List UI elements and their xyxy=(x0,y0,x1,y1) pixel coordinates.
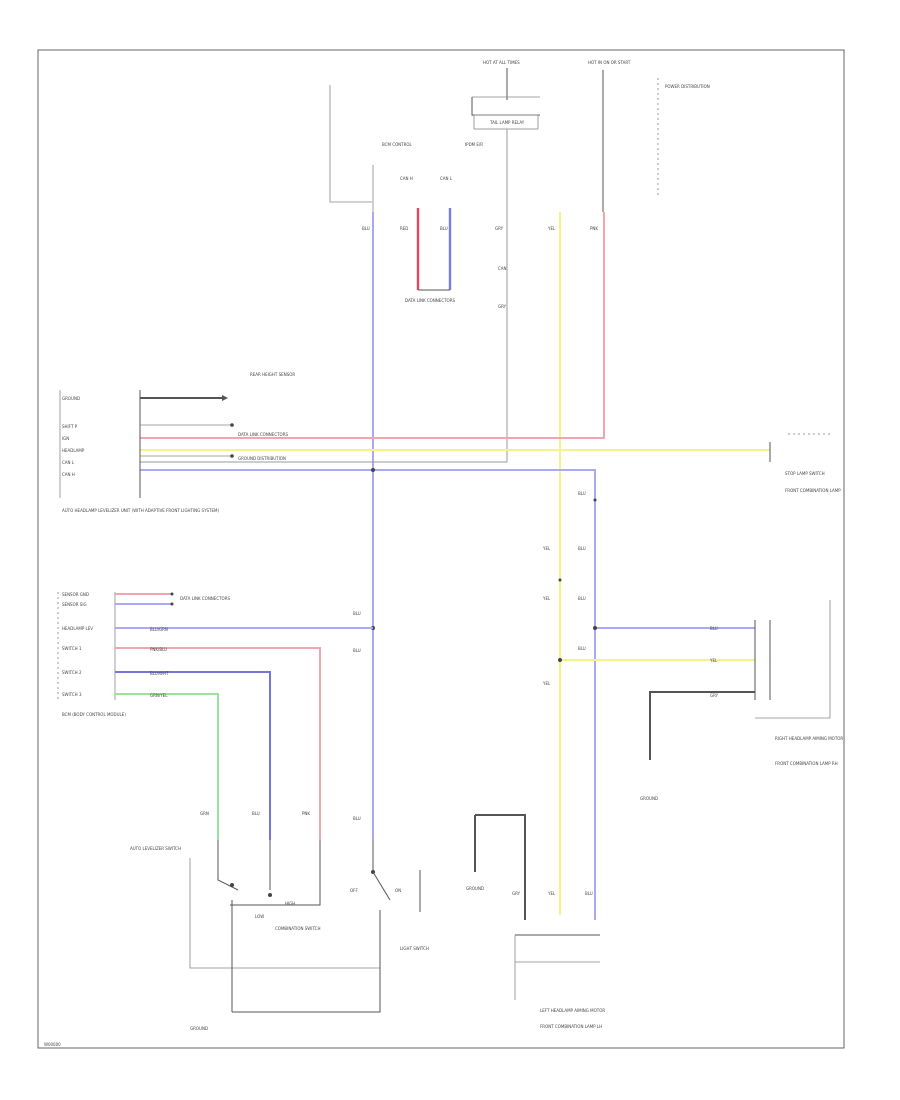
sw-pin-sensor-gnd: SENSOR GND xyxy=(62,592,89,597)
svg-text:BLU: BLU xyxy=(710,626,718,631)
svg-text:BLU: BLU xyxy=(578,546,586,551)
svg-text:PNK/BLU: PNK/BLU xyxy=(150,647,167,652)
main-wires: BLU BLU BLU YEL YEL YEL BLU BLU BLU BLU … xyxy=(140,212,770,920)
low-label: LOW xyxy=(255,914,264,919)
svg-text:BLU: BLU xyxy=(353,816,361,821)
svg-text:BLU: BLU xyxy=(440,226,448,231)
svg-text:PNK: PNK xyxy=(302,811,310,816)
svg-text:YEL: YEL xyxy=(547,891,556,896)
fuse-b-label: HOT IN ON OR START xyxy=(588,60,631,65)
to-ground: GROUND DISTRIBUTION xyxy=(238,456,286,461)
left-module-title: AUTO HEADLAMP LEVELIZER UNIT (WITH ADAPT… xyxy=(62,508,219,513)
pin-ign: IGN xyxy=(62,436,69,441)
svg-text:BLU: BLU xyxy=(578,491,586,496)
svg-text:BLU: BLU xyxy=(585,891,593,896)
relay-label: TAIL LAMP RELAY xyxy=(489,120,525,125)
pin-shift: SHIFT P xyxy=(62,424,78,429)
sensor-label: REAR HEIGHT SENSOR xyxy=(250,372,295,377)
svg-text:BLU: BLU xyxy=(353,648,361,653)
svg-text:GRN/YEL: GRN/YEL xyxy=(150,693,168,698)
front-combo-lamp-label: FRONT COMBINATION LAMP xyxy=(785,488,841,493)
sw-pin-1: SWITCH 1 xyxy=(62,646,82,651)
right-ground-wire xyxy=(649,691,755,760)
blue-right-wire xyxy=(140,469,596,920)
can-l-label: CAN L xyxy=(440,176,453,181)
right-actuator: RIGHT HEADLAMP AIMING MOTOR FRONT COMBIN… xyxy=(640,600,843,801)
light-switch-label: LIGHT SWITCH xyxy=(400,946,429,951)
svg-text:BLU: BLU xyxy=(252,811,260,816)
pin-can-h: CAN H xyxy=(62,472,75,477)
svg-text:YEL: YEL xyxy=(547,226,556,231)
on-label: ON xyxy=(395,888,401,893)
svg-text:RED: RED xyxy=(400,226,408,231)
svg-text:GRY: GRY xyxy=(498,304,507,309)
left-actuator-ground-wire xyxy=(475,814,526,920)
fuse-a-label: HOT AT ALL TIMES xyxy=(483,60,520,65)
footer-code: W00000 xyxy=(44,1042,61,1047)
pin-headlamp: HEADLAMP xyxy=(62,448,85,453)
svg-text:GRY: GRY xyxy=(710,693,719,698)
right-ground-label: GROUND xyxy=(640,796,658,801)
svg-text:YEL: YEL xyxy=(542,546,551,551)
pin-can-l: CAN L xyxy=(62,460,75,465)
right-top-connector: STOP LAMP SWITCH FRONT COMBINATION LAMP xyxy=(769,433,841,493)
svg-text:YEL: YEL xyxy=(542,596,551,601)
gray-ign-wire xyxy=(140,218,508,463)
right-actuator-sub: FRONT COMBINATION LAMP RH xyxy=(775,761,838,766)
diagram-frame xyxy=(37,49,845,1049)
stop-lamp-label: STOP LAMP SWITCH xyxy=(785,471,825,476)
relay-bracket xyxy=(471,97,540,116)
svg-text:PNK: PNK xyxy=(590,226,598,231)
power-note: POWER DISTRIBUTION xyxy=(665,84,710,89)
left-actuator-title: LEFT HEADLAMP AIMING MOTOR xyxy=(540,1008,605,1013)
bottom-section: AUTO LEVELIZER SWITCH LOW HIGH COMBINATI… xyxy=(130,814,605,1031)
svg-text:YEL: YEL xyxy=(542,681,551,686)
ground-mid-label: GROUND xyxy=(466,886,484,891)
red-main-wire xyxy=(140,212,605,439)
left-module: GROUND SHIFT P IGN HEADLAMP CAN L CAN H … xyxy=(59,372,295,513)
bcm-title: BCM (BODY CONTROL MODULE) xyxy=(62,712,126,717)
left-switch-block: SENSOR GND SENSOR SIG HEADLAMP LEV SWITC… xyxy=(57,592,373,840)
off-label: OFF xyxy=(350,888,358,893)
sw-pin-2: SWITCH 2 xyxy=(62,670,82,675)
svg-text:GRY: GRY xyxy=(495,226,504,231)
svg-text:BLU: BLU xyxy=(578,646,586,651)
svg-text:GRY: GRY xyxy=(512,891,521,896)
left-actuator-sub: FRONT COMBINATION LAMP LH xyxy=(540,1024,602,1029)
sw-pin-sensor-sig: SENSOR SIG xyxy=(62,602,87,607)
sw-pin-3: SWITCH 3 xyxy=(62,692,82,697)
to-data-link: DATA LINK CONNECTORS xyxy=(238,432,288,437)
svg-text:BLU/GRN: BLU/GRN xyxy=(150,627,168,632)
svg-text:BLU: BLU xyxy=(353,611,361,616)
top-section: TAIL LAMP RELAY HOT AT ALL TIMES HOT IN … xyxy=(329,60,710,303)
sw-pin-headlamp-lev: HEADLAMP LEV xyxy=(62,626,93,631)
ipdm-label: IPDM E/R xyxy=(465,142,483,147)
data-link-label: DATA LINK CONNECTORS xyxy=(405,298,455,303)
svg-text:BLU: BLU xyxy=(578,596,586,601)
svg-text:YEL: YEL xyxy=(709,658,718,663)
switch-1-wire xyxy=(115,647,321,840)
can-h-label: CAN H xyxy=(400,176,413,181)
svg-text:BLU: BLU xyxy=(362,226,370,231)
pin-ground: GROUND xyxy=(62,396,80,401)
auto-switch-label: AUTO LEVELIZER SWITCH xyxy=(130,846,181,851)
svg-text:GRN: GRN xyxy=(200,811,209,816)
switch-2-wire xyxy=(115,671,271,840)
relay-box xyxy=(473,114,539,130)
bcm-control-label: BCM CONTROL xyxy=(382,142,412,147)
bcm-sub: DATA LINK CONNECTORS xyxy=(180,596,230,601)
ignition-bracket xyxy=(329,85,372,203)
svg-text:BLU/WHT: BLU/WHT xyxy=(150,671,169,676)
switch-3-wire xyxy=(115,693,219,840)
combo-switch-label: COMBINATION SWITCH xyxy=(275,926,320,931)
svg-text:CAN: CAN xyxy=(498,266,507,271)
ground-left-label: GROUND xyxy=(190,1026,208,1031)
high-label: HIGH xyxy=(285,901,295,906)
right-actuator-title: RIGHT HEADLAMP AIMING MOTOR xyxy=(775,736,843,741)
